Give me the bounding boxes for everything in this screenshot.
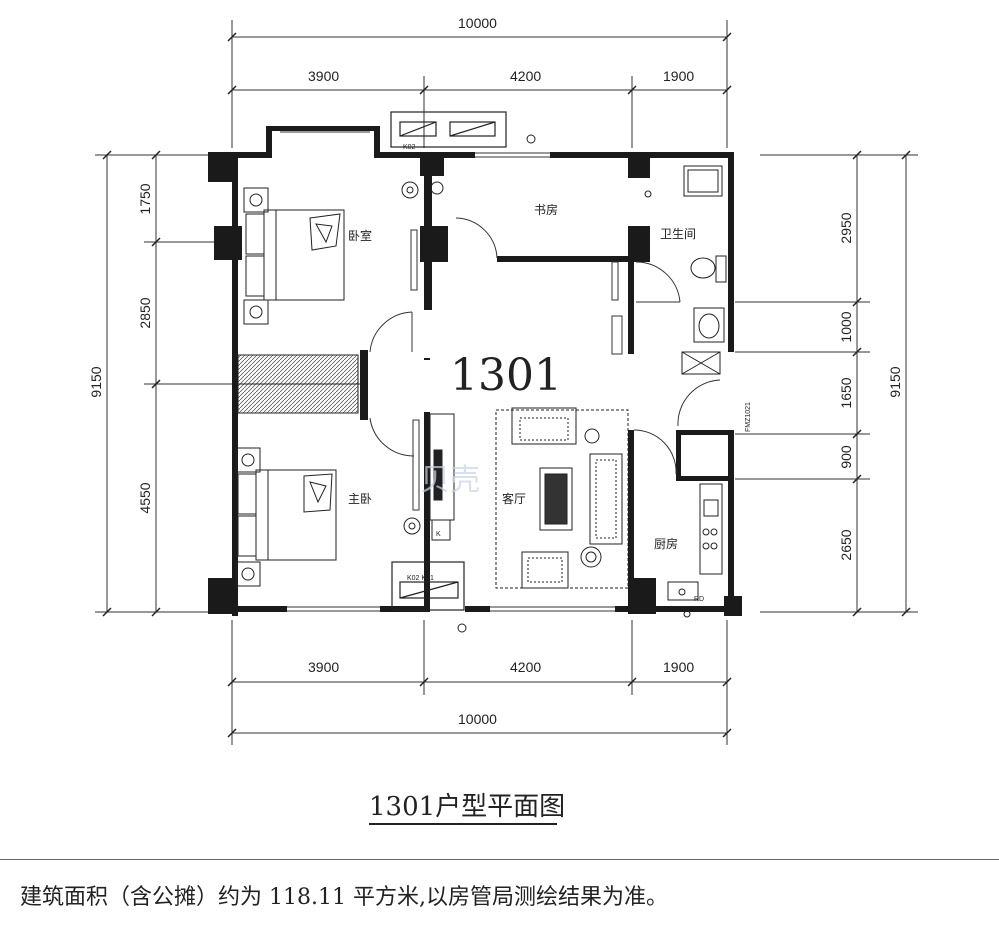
dim-top-seg-1: 3900 — [308, 68, 339, 84]
room-label-kitchen: 厨房 — [654, 536, 678, 551]
room-label-bathroom: 卫生间 — [660, 227, 696, 241]
dim-right-seg-2: 1000 — [838, 311, 854, 342]
room-label-study: 书房 — [534, 202, 558, 217]
area-note: 建筑面积（含公摊）约为 118.11 平方米,以房管局测绘结果为准。 — [20, 885, 668, 910]
watermark-logo: 贝壳 — [420, 463, 480, 498]
dim-left-seg-3: 4550 — [137, 482, 153, 513]
room-label-living-room: 客厅 — [502, 491, 526, 506]
drain-bottom-icon — [457, 623, 467, 633]
dim-right-seg-4: 900 — [838, 445, 854, 469]
sofa-set — [495, 407, 629, 589]
drain-top-icon — [526, 134, 536, 144]
ac-bottom-code: K02 K01 — [407, 575, 434, 582]
dim-bottom-seg-2: 4200 — [510, 659, 541, 675]
doors — [369, 217, 721, 475]
dim-top-seg-2: 4200 — [510, 68, 541, 84]
divider — [0, 859, 999, 860]
bed-master — [235, 447, 337, 587]
dim-right-seg-1: 2950 — [838, 212, 854, 243]
caption-underline — [369, 823, 557, 825]
tv-cabinet — [429, 413, 455, 541]
plant-icons — [401, 181, 444, 535]
ac-top-code: K02 — [403, 144, 416, 151]
dim-top-total: 10000 — [458, 15, 497, 31]
dim-left-seg-2: 2850 — [137, 297, 153, 328]
wardrobe-k-code: K — [436, 531, 441, 538]
floor-plan: 10000 3900 4200 1900 3900 4200 1900 1000… — [88, 15, 918, 745]
dim-right-total: 9150 — [887, 366, 903, 397]
dim-right-seg-3: 1650 — [838, 377, 854, 408]
kitchen-mark: RD — [694, 596, 704, 603]
door-code-fm: FMZ1021 — [745, 402, 752, 432]
room-label-bedroom: 卧室 — [348, 228, 372, 243]
room-label-master-bedroom: 主卧 — [348, 492, 372, 506]
plan-caption: 1301户型平面图 — [369, 792, 566, 822]
walls — [208, 126, 742, 616]
dimension-ticks — [102, 32, 911, 738]
dim-left-total: 9150 — [88, 366, 104, 397]
unit-number: 1301 — [450, 350, 562, 401]
dim-left-seg-1: 1750 — [137, 183, 153, 214]
kitchen-fixtures — [667, 483, 723, 618]
windows — [280, 131, 615, 612]
dim-top-seg-3: 1900 — [663, 68, 694, 84]
closet-fronts — [410, 229, 623, 511]
dim-right-seg-5: 2650 — [838, 529, 854, 560]
bathroom-fixtures — [644, 165, 727, 375]
bed-upper — [243, 187, 345, 325]
dim-bottom-seg-3: 1900 — [663, 659, 694, 675]
ac-platform-top — [390, 111, 507, 148]
ac-platform-bottom — [391, 561, 465, 611]
wardrobe — [237, 354, 359, 414]
dim-bottom-total: 10000 — [458, 711, 497, 727]
dim-bottom-seg-1: 3900 — [308, 659, 339, 675]
